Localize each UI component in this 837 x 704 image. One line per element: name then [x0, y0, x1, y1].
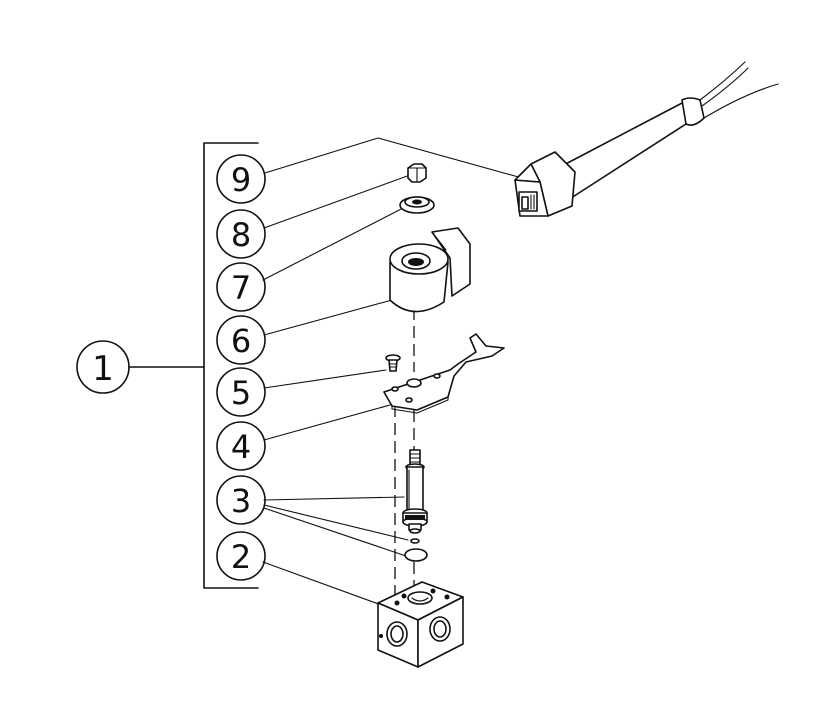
hex-nut: [407, 163, 427, 183]
callout-1[interactable]: 1: [76, 340, 130, 394]
callout-4-label: 4: [231, 428, 251, 466]
cable-connector: [514, 61, 779, 217]
callout-5-label: 5: [231, 374, 251, 412]
callout-5[interactable]: 5: [216, 367, 266, 417]
callout-8[interactable]: 8: [216, 209, 266, 259]
screw: [385, 354, 401, 372]
o-ring-small: [410, 538, 420, 544]
gasket: [404, 548, 428, 562]
callout-3-label: 3: [231, 482, 251, 520]
assembly-bracket: [128, 142, 259, 589]
mounting-bracket: [383, 333, 505, 414]
callout-6[interactable]: 6: [216, 315, 266, 365]
solenoid-coil: [389, 227, 471, 313]
valve-body: [377, 581, 464, 668]
callout-9[interactable]: 9: [216, 154, 266, 204]
callout-7-label: 7: [231, 269, 251, 307]
plunger-tube: [402, 449, 428, 534]
callout-9-label: 9: [231, 161, 251, 199]
callout-3[interactable]: 3: [216, 475, 266, 525]
callout-2-label: 2: [231, 538, 251, 576]
washer: [399, 196, 435, 214]
callout-8-label: 8: [231, 216, 251, 254]
callout-2[interactable]: 2: [216, 531, 266, 581]
callout-6-label: 6: [231, 322, 251, 360]
callout-7[interactable]: 7: [216, 262, 266, 312]
callout-4[interactable]: 4: [216, 421, 266, 471]
leader-lines: [262, 137, 523, 607]
callout-1-label: 1: [92, 349, 114, 389]
